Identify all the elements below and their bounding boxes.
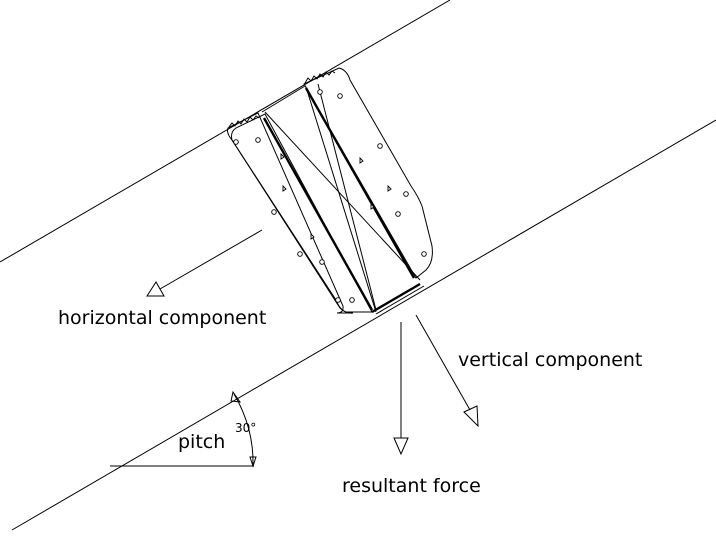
right-plate [303, 67, 433, 279]
rafter-bottom-edge [11, 119, 716, 531]
horizontal-component-label: horizontal component [58, 307, 266, 329]
hanger-bracket [227, 67, 433, 315]
vertical-component-label: vertical component [458, 349, 642, 371]
seat-edge [371, 282, 421, 314]
pitch-angle-marker [110, 390, 257, 468]
resultant-force-label: resultant force [342, 475, 481, 497]
right-fold-line [304, 87, 416, 279]
resultant-force-arrow [393, 322, 409, 456]
horizontal-component-arrow [146, 229, 263, 297]
right-plate-teeth [304, 70, 336, 84]
rafter-top-edge [0, 0, 451, 263]
pitch-label: pitch [178, 431, 225, 453]
angle-label: 30° [235, 421, 256, 435]
left-fold-line [262, 117, 374, 311]
left-plate [227, 112, 354, 314]
vertical-component-arrow [415, 314, 479, 428]
left-plate-teeth [228, 115, 260, 128]
